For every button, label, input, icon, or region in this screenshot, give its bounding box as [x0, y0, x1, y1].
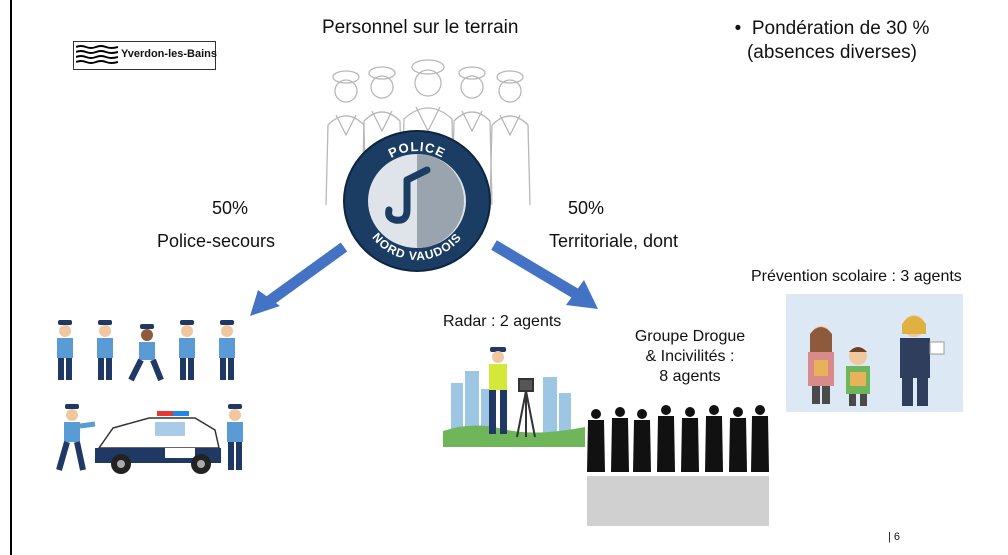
page-title: Personnel sur le terrain	[322, 17, 519, 38]
logo-text: Yverdon-les-Bains	[121, 48, 217, 60]
officer-sketch-2	[361, 66, 403, 206]
left-branch-percent: 50%	[212, 198, 249, 218]
officer-1	[57, 320, 73, 380]
officer-aiming	[56, 404, 96, 471]
bullet: •	[734, 18, 742, 39]
drugs-group-label: Groupe Drogue & Incivilités : 8 agents	[622, 327, 758, 387]
officer-6	[227, 404, 243, 470]
radar-illustration	[443, 343, 585, 447]
right-branch-percent: 50%	[568, 198, 605, 218]
badge-top-text: POLICE	[386, 139, 448, 161]
officer-4	[179, 320, 195, 380]
city-skyline	[451, 371, 571, 433]
left-branch-label: Police-secours	[157, 231, 276, 251]
police-badge: POLICE NORD VAUDOIS	[343, 130, 491, 272]
radar-tripod	[516, 378, 536, 438]
silhouette-reflection	[587, 476, 769, 526]
note-line2: (absences diverses)	[746, 42, 918, 63]
officer-5	[219, 320, 235, 380]
silhouette-row	[587, 405, 769, 472]
officer-sketch-4	[451, 66, 493, 206]
right-arrow	[491, 240, 598, 309]
officer-figures-row	[57, 320, 235, 382]
grass	[443, 425, 585, 447]
slide-left-border	[10, 0, 12, 555]
school-prevention-label: Prévention scolaire : 3 agents	[751, 268, 962, 285]
police-car	[95, 411, 221, 474]
officer-teacher	[900, 315, 945, 406]
silhouettes-illustration	[587, 405, 769, 526]
police-secours-illustration	[56, 320, 243, 474]
left-arrow	[250, 242, 348, 316]
radar-label: Radar : 2 agents	[443, 313, 562, 330]
waves-icon	[76, 44, 118, 67]
drugs-label-line1: Groupe Drogue	[634, 328, 746, 345]
radar-officer	[489, 347, 507, 434]
officer-3	[128, 324, 164, 382]
right-branch-label: Territoriale, dont	[549, 231, 679, 251]
page-number: | 6	[888, 531, 901, 543]
drugs-label-line3: 8 agents	[659, 368, 721, 385]
note-line1: Pondération de 30 %	[751, 18, 930, 39]
officer-sketch-5	[489, 70, 531, 206]
drugs-label-line2: & Incivilités :	[645, 348, 735, 365]
officer-2	[97, 320, 113, 380]
boy-student	[846, 347, 870, 406]
weighting-note: • Pondération de 30 % (absences diverses…	[712, 17, 952, 65]
yverdon-logo: Yverdon-les-Bains	[73, 41, 217, 70]
officers-group-sketch	[325, 59, 531, 206]
girl-student	[808, 326, 834, 404]
school-prevention-illustration	[786, 294, 963, 412]
